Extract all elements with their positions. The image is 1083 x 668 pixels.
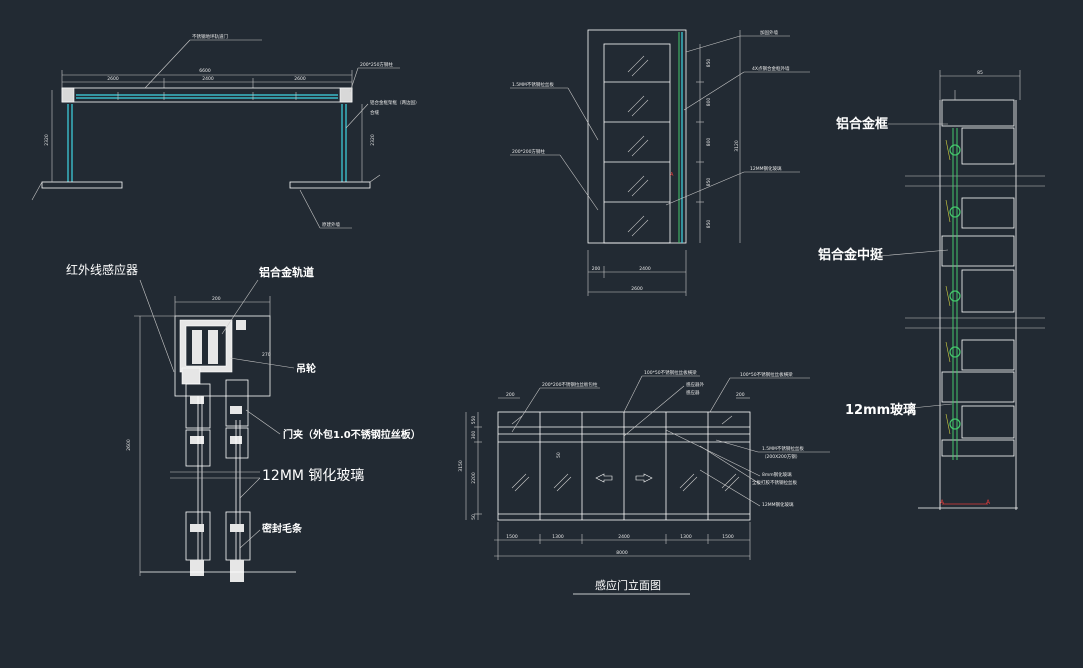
elev-dim-b1: 1500	[506, 534, 518, 540]
side-label-4: 4X点钢合金框外墙	[752, 65, 790, 72]
elev-note-2: 100*50不锈钢拉丝板横梁	[644, 369, 697, 376]
elev-dim-mid: 50	[556, 452, 562, 458]
side-label-5: 12MM钢化玻璃	[750, 165, 782, 172]
elev-note-6: 1.5MM不锈钢拉丝板	[762, 445, 804, 452]
elev-note-9: 全板打胶不锈钢拉丝板	[752, 479, 797, 486]
section-dim-side: 270	[262, 352, 271, 358]
elev-dim-v3: 2200	[471, 472, 477, 484]
door-section: 200 2600 270 红外线感应器	[66, 262, 421, 582]
plan-note-bottom: 原建外墙	[322, 221, 340, 228]
elev-note-7: （200X200方钢）	[762, 453, 800, 460]
plan-dim-right: 2320	[370, 134, 376, 146]
elev-note-8: 8mm钢化玻璃	[762, 471, 792, 478]
elev-dim-col: 200	[506, 392, 515, 398]
side-dim-v2: 800	[706, 98, 712, 107]
section-label-glass: 12MM 钢化玻璃	[262, 467, 364, 484]
side-dim-b-total: 2600	[631, 286, 643, 292]
elev-dim-b4: 1300	[680, 534, 692, 540]
side-label-3: 加固外墙	[760, 29, 778, 36]
plan-note-right1: 200*250方钢柱	[360, 61, 393, 68]
plan-dim-left: 2320	[44, 134, 50, 146]
elev-dim-b-total: 8000	[616, 550, 628, 556]
elev-note-1: 200*200不锈钢拉丝板包柱	[542, 381, 598, 388]
section-label-seal: 密封毛条	[262, 522, 303, 535]
section-label-leaf: 门夹（外包1.0不锈钢拉丝板）	[283, 428, 421, 441]
section-label-track: 铝合金轨道	[259, 265, 314, 279]
section-dim-top: 200	[212, 296, 221, 302]
plan-dim-2: 2400	[202, 76, 214, 82]
plan-note-right2: 铝合金框架框（两边固）	[370, 99, 420, 106]
plan-note-right3: 合缝	[370, 109, 379, 116]
profile-marker-left: A	[940, 499, 945, 506]
side-label-2: 200*200方钢柱	[512, 148, 545, 155]
section-dim-height: 2600	[126, 439, 132, 451]
side-dim-b2: 2400	[639, 266, 651, 272]
profile-section: 85	[818, 70, 1045, 510]
side-dim-v3: 800	[706, 138, 712, 147]
elev-dim-v-total: 3150	[458, 460, 464, 472]
elev-dim-v2: 300	[471, 431, 477, 440]
section-label-sensor: 红外线感应器	[66, 262, 138, 277]
side-label-1: 1.5MM不锈钢拉丝板	[512, 81, 554, 88]
section-label-hanger: 吊轮	[296, 362, 316, 375]
plan-dim-1: 2600	[107, 76, 119, 82]
elev-note-10: 12MM钢化玻璃	[762, 501, 794, 508]
elev-note-3: 100*50不锈钢拉丝板横梁	[740, 371, 793, 378]
side-dim-v4: 850	[706, 178, 712, 187]
elev-note-4: 感应器外	[686, 381, 704, 388]
elev-note-5: 感应器	[686, 389, 700, 396]
front-elevation: 50 550 300 2200 50 3150 1500 1300 2400 1…	[458, 369, 830, 595]
side-elevation: A 850 800 800 850 850 3120 200 2400 2600…	[510, 29, 810, 296]
plan-view: 6600 2600 2400 2600 2320 2320 不锈钢地坪轨道门	[31, 33, 420, 229]
plan-dim-3: 2600	[294, 76, 306, 82]
side-dim-v5: 850	[706, 220, 712, 229]
elev-dim-b5: 1500	[722, 534, 734, 540]
elev-dim-b2: 1300	[552, 534, 564, 540]
plan-dim-total: 6600	[199, 68, 211, 74]
side-dim-v1: 850	[706, 59, 712, 68]
profile-label-frame: 铝合金框	[836, 116, 888, 132]
plan-note-top: 不锈钢地坪轨道门	[192, 33, 228, 40]
elev-dim-v4: 50	[471, 514, 477, 520]
side-dim-total: 3120	[734, 140, 740, 152]
profile-label-glass: 12mm玻璃	[845, 402, 916, 418]
elev-dim-v1: 550	[471, 416, 477, 425]
svg-text:A: A	[670, 172, 674, 178]
profile-marker-right: A	[986, 499, 991, 506]
profile-label-mullion: 铝合金中挺	[818, 247, 884, 263]
side-dim-b1: 200	[592, 266, 601, 272]
elevation-title: 感应门立面图	[595, 578, 661, 592]
elev-dim-col2: 200	[736, 392, 745, 398]
profile-dim-top: 85	[977, 70, 983, 76]
elev-dim-b3: 2400	[618, 534, 630, 540]
